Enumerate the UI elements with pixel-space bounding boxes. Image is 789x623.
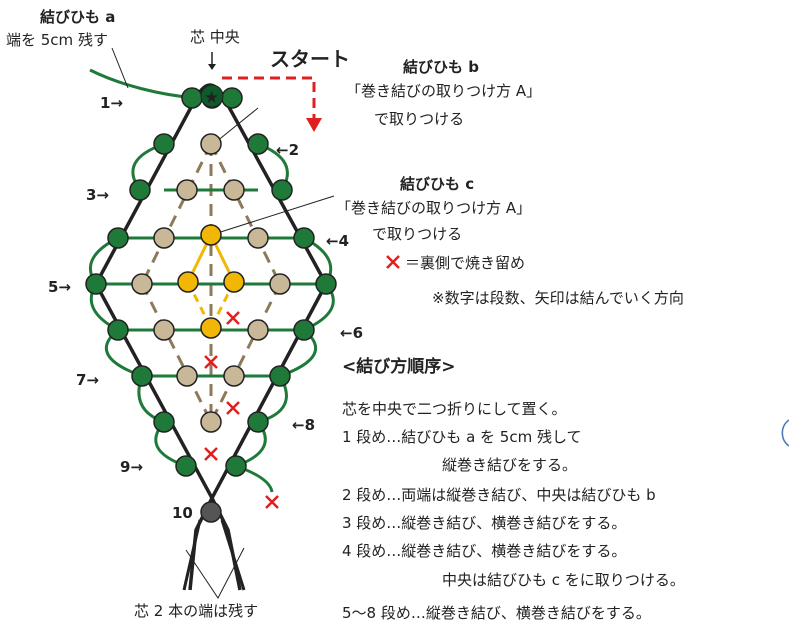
row-label-6: ←6 (340, 324, 363, 342)
knot-tan-24 (247, 319, 269, 341)
knot-tan-7 (176, 179, 198, 201)
procedure-line-7: 中央は結びひも c をに取りつける。 (442, 571, 685, 589)
knot-gold-23 (200, 317, 222, 339)
cord-b-line2: で取りつける (374, 110, 464, 128)
cord-c-title: 結びひも c (400, 175, 474, 193)
cord-b-line1: 「巻き結びの取りつけ方 A」 (346, 82, 541, 100)
knot-gold-12 (200, 224, 222, 246)
knot-tan-4 (200, 133, 222, 155)
knot-green-20 (315, 273, 337, 295)
cord-b-title: 結びひも b (403, 58, 479, 76)
knot-green-9 (271, 179, 293, 201)
procedure-line-6: 4 段め…縦巻き結び、横巻き結びをする。 (342, 542, 626, 560)
knot-tan-13 (247, 227, 269, 249)
knot-green-5 (247, 133, 269, 155)
star-icon: ★ (204, 88, 219, 108)
knot-green-30 (153, 411, 175, 433)
cord-c-pointer (210, 195, 335, 236)
row-label-5: 5→ (48, 278, 71, 296)
knot-gold-18 (223, 271, 245, 293)
knot-tan-19 (269, 273, 291, 295)
legend-note: ※数字は段数、矢印は結んでいく方向 (432, 289, 684, 307)
knot-green-29 (269, 365, 291, 387)
row-label-9: 9→ (120, 458, 143, 476)
knots (85, 84, 337, 523)
knot-gold-17 (177, 271, 199, 293)
core-ends (182, 519, 246, 591)
core-center-arrow (208, 52, 216, 70)
procedure-line-5: 3 段め…縦巻き結び、横巻き結びをする。 (342, 514, 626, 532)
knot-tan-11 (153, 227, 175, 249)
burn-marks (204, 255, 400, 509)
procedure-line-1: 芯を中央で二つ折りにして置く。 (342, 400, 567, 418)
knot-dark-2 (221, 87, 243, 109)
legend-x-text: ＝裏側で焼き留め (405, 254, 525, 272)
knot-tan-22 (153, 319, 175, 341)
row-label-3: 3→ (86, 186, 109, 204)
knot-top-star (200, 84, 224, 108)
procedure-line-4: 2 段め…両端は縦巻き結び、中央は結びひも b (342, 486, 656, 504)
cord-c-line2: で取りつける (372, 225, 462, 243)
row-label-4: ←4 (326, 232, 349, 250)
knot-green-34 (225, 455, 247, 477)
procedure-line-3: 縦巻き結びをする。 (442, 456, 577, 474)
knot-gray-35 (200, 501, 222, 523)
knot-tan-8 (223, 179, 245, 201)
knot-tan-16 (131, 273, 153, 295)
cord-c-line1: 「巻き結びの取りつけ方 A」 (336, 199, 531, 217)
edge-circle (781, 419, 789, 447)
core-center-label: 芯 中央 (190, 28, 240, 46)
core-ends-label: 芯 2 本の端は残す (134, 602, 258, 620)
knot-green-15 (85, 273, 107, 295)
procedure-heading: <結び方順序> (342, 356, 456, 377)
row-label-7: 7→ (76, 371, 99, 389)
procedure-line-8: 5～8 段め…縦巻き結び、横巻き結びをする。 (342, 604, 651, 622)
procedure-line-2: 1 段め…結びひも a を 5cm 残して (342, 428, 582, 446)
knot-tan-27 (176, 365, 198, 387)
row-label-10: 10 (172, 504, 193, 522)
legend-x-icon (386, 255, 400, 269)
row-label-8: ←8 (292, 416, 315, 434)
knot-green-32 (247, 411, 269, 433)
knot-green-3 (153, 133, 175, 155)
knot-green-14 (293, 227, 315, 249)
start-label: スタート (270, 47, 350, 71)
knot-green-33 (175, 455, 197, 477)
knot-dark-0 (181, 87, 203, 109)
knot-green-10 (107, 227, 129, 249)
cord-a-note: 端を 5cm 残す (6, 31, 108, 49)
knot-green-21 (107, 319, 129, 341)
row-label-1: 1→ (100, 94, 123, 112)
knot-green-26 (131, 365, 153, 387)
core-ends-pointer (185, 547, 245, 599)
knot-tan-28 (223, 365, 245, 387)
start-marker (222, 76, 322, 132)
row-label-2: ←2 (276, 141, 299, 159)
cord-a-pointer (111, 47, 129, 89)
knot-tan-31 (200, 411, 222, 433)
knot-green-6 (129, 179, 151, 201)
cord-a-title: 結びひも a (40, 8, 115, 26)
knot-green-25 (293, 319, 315, 341)
